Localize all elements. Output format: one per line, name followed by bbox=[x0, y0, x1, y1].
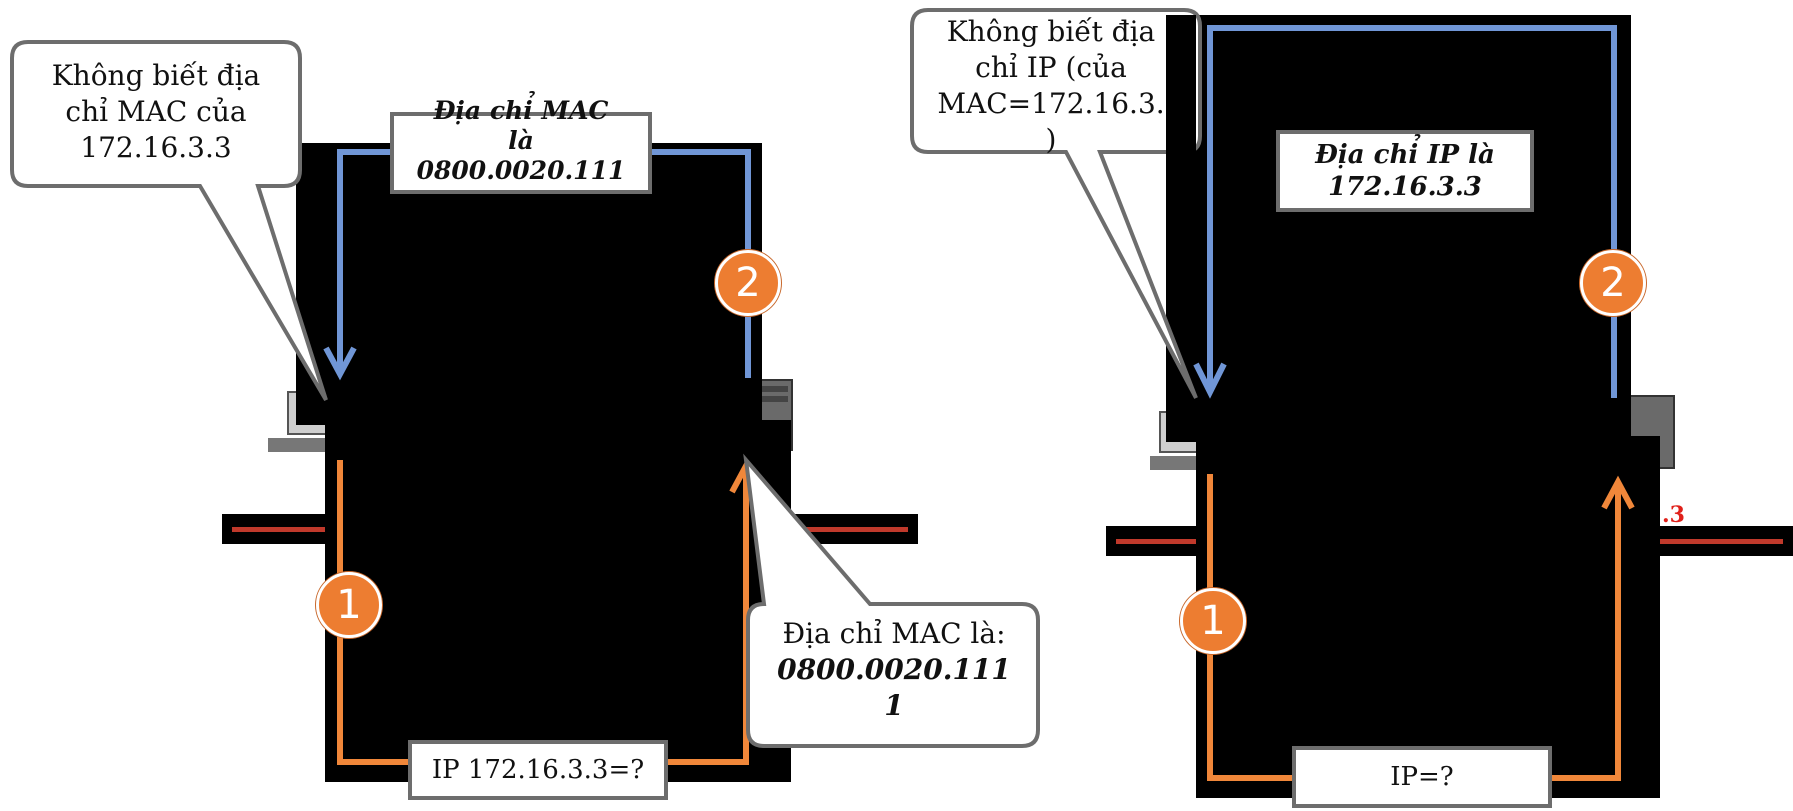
right-ip-reply-box: Địa chỉ IP là 172.16.3.3 bbox=[1276, 130, 1534, 212]
right-callout-line4: ) bbox=[920, 122, 1182, 158]
right-step-2: 2 bbox=[1580, 250, 1646, 316]
right-callout-line1: Không biết địa bbox=[920, 14, 1182, 50]
right-reply-line1: Địa chỉ IP là bbox=[1315, 139, 1495, 171]
right-step-1: 1 bbox=[1180, 588, 1246, 654]
right-red-ip-fragment: .3 bbox=[1662, 502, 1685, 528]
right-callout-line3: MAC=172.16.3. bbox=[920, 86, 1182, 122]
right-ip-request-box: IP=? bbox=[1292, 746, 1552, 808]
right-callout-top-text: Không biết địa chỉ IP (của MAC=172.16.3.… bbox=[920, 14, 1182, 164]
right-callout-line2: chỉ IP (của bbox=[920, 50, 1182, 86]
right-reply-line2: 172.16.3.3 bbox=[1328, 171, 1482, 203]
